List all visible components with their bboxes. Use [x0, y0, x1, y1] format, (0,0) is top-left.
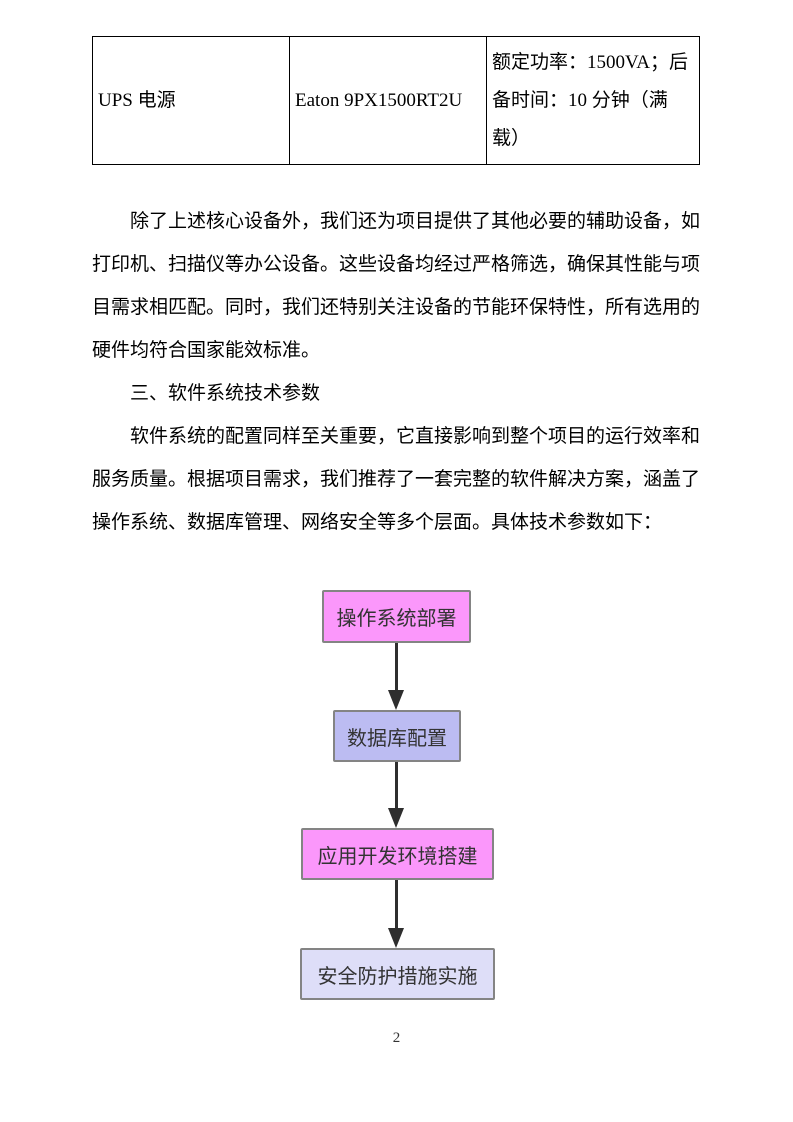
- table-row: UPS 电源 Eaton 9PX1500RT2U 额定功率：1500VA；后备时…: [92, 36, 700, 165]
- flow-arrow-down-1: [388, 643, 404, 710]
- flow-node-dev-environment: 应用开发环境搭建: [301, 828, 494, 880]
- flow-arrow-down-3: [388, 880, 404, 948]
- paragraph-software-intro: 软件系统的配置同样至关重要，它直接影响到整个项目的运行效率和服务质量。根据项目需…: [92, 426, 701, 533]
- flow-arrow-down-2: [388, 762, 404, 828]
- arrow-head-icon: [388, 928, 404, 948]
- page-number: 2: [392, 1030, 401, 1046]
- flow-node-label: 安全防护措施实施: [317, 965, 478, 988]
- arrow-shaft: [394, 880, 398, 928]
- arrow-shaft: [394, 762, 398, 808]
- flow-node-label: 数据库配置: [347, 727, 447, 750]
- flow-node-os-deployment: 操作系统部署: [322, 590, 471, 643]
- flow-node-label: 操作系统部署: [336, 608, 457, 630]
- paragraph-auxiliary-equipment: 除了上述核心设备外，我们还为项目提供了其他必要的辅助设备，如打印机、扫描仪等办公…: [92, 211, 701, 361]
- arrow-head-icon: [388, 690, 404, 710]
- section-heading: 三、软件系统技术参数: [130, 383, 321, 404]
- arrow-shaft: [394, 643, 398, 690]
- device-name-cell: UPS 电源: [92, 36, 290, 165]
- device-model-cell: Eaton 9PX1500RT2U: [289, 36, 487, 165]
- flow-node-label: 应用开发环境搭建: [317, 845, 478, 868]
- flow-node-database-config: 数据库配置: [333, 710, 461, 762]
- flow-node-security-measures: 安全防护措施实施: [300, 948, 495, 1000]
- body-text: 除了上述核心设备外，我们还为项目提供了其他必要的辅助设备，如打印机、扫描仪等办公…: [92, 200, 700, 544]
- equipment-spec-table: UPS 电源 Eaton 9PX1500RT2U 额定功率：1500VA；后备时…: [92, 36, 700, 165]
- device-specs-cell: 额定功率：1500VA；后备时间：10 分钟（满载）: [486, 36, 700, 165]
- arrow-head-icon: [388, 808, 404, 828]
